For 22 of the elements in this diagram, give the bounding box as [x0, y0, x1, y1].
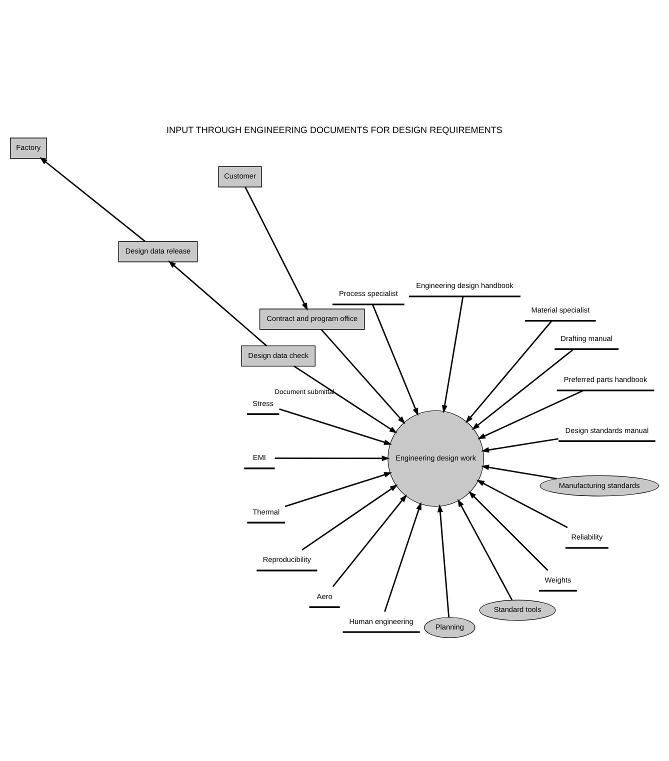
arrow — [294, 366, 398, 434]
arrow — [279, 408, 392, 445]
arrow — [481, 438, 558, 453]
arrow — [302, 484, 398, 551]
arrow — [320, 328, 406, 424]
arrow — [384, 502, 422, 612]
arrow — [284, 472, 392, 508]
arrow — [476, 480, 568, 528]
arrow — [437, 504, 450, 618]
arrow — [244, 186, 308, 311]
arrow — [40, 157, 146, 242]
arrow — [472, 348, 574, 430]
arrow — [468, 491, 548, 571]
arrow — [274, 456, 390, 462]
arrow — [458, 498, 513, 600]
arrow — [481, 464, 557, 480]
diagram-title: INPUT THROUGH ENGINEERING DOCUMENTS FOR DESIGN REQUIREMENTS — [166, 124, 502, 135]
arrow — [465, 320, 552, 424]
arrow — [168, 260, 268, 346]
arrow — [332, 494, 407, 587]
arrow — [442, 296, 464, 414]
arrow — [477, 390, 584, 440]
